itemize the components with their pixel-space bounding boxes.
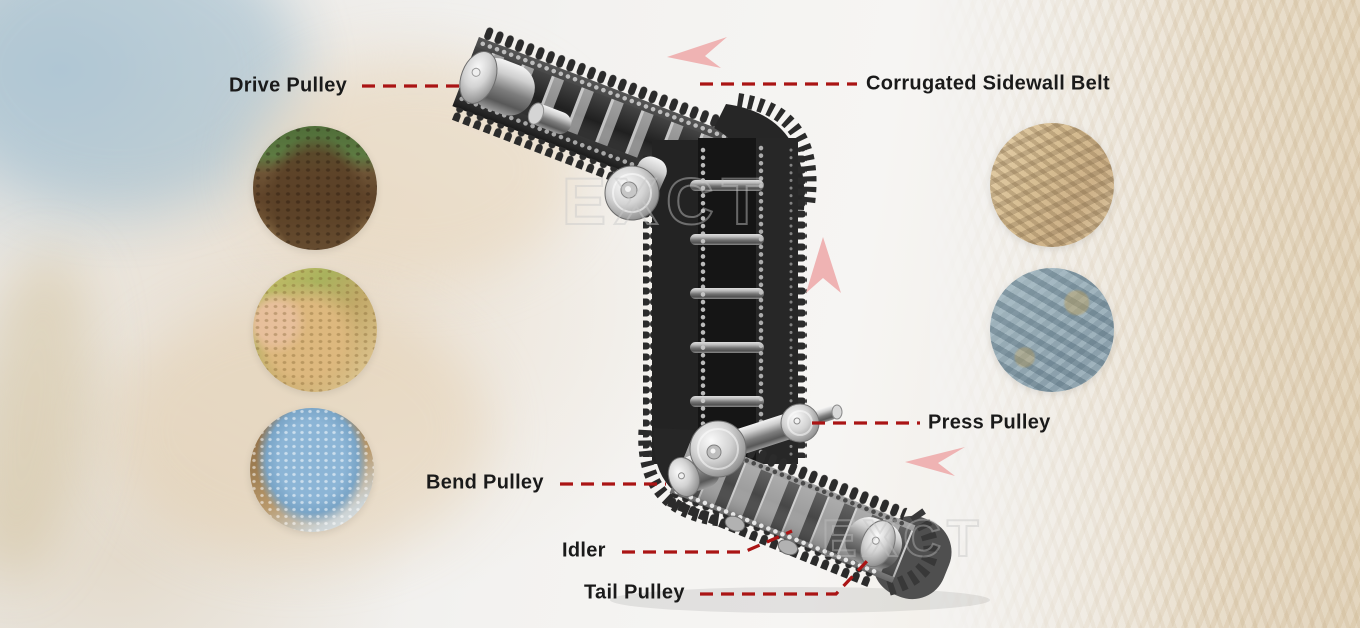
label-tail-pulley: Tail Pulley [584, 581, 685, 604]
press-pulley-graphic [780, 403, 843, 443]
watermark-text: EXCT [562, 164, 770, 238]
watermark-text: EXCT [822, 510, 985, 568]
flow-arrow-left-bottom [905, 447, 965, 476]
soil-pile-photo [253, 126, 377, 250]
leader-idler [622, 529, 793, 554]
tail-pulley-graphic [845, 516, 903, 570]
return-idler-roller [724, 515, 746, 532]
upper-guide-pulley [604, 156, 667, 221]
label-idler: Idler [562, 539, 606, 562]
bend-press-pulley-assembly [667, 403, 843, 497]
label-drive-pulley: Drive Pulley [229, 74, 348, 97]
return-idler-roller [777, 539, 799, 556]
flow-arrow-up-middle [806, 237, 841, 293]
flow-arrow-left-top [667, 37, 727, 68]
crushed-stone-photo [990, 268, 1114, 392]
label-corrugated-sidewall-belt: Corrugated Sidewall Belt [866, 72, 1110, 95]
carry-idler-roller [527, 102, 572, 134]
wood-chips-photo [990, 123, 1114, 247]
label-press-pulley: Press Pulley [928, 411, 1051, 434]
label-bend-pulley: Bend Pulley [426, 471, 544, 494]
leader-tail-pulley [700, 558, 870, 596]
grain-handful-photo [253, 268, 377, 392]
drive-pulley-graphic [459, 51, 535, 116]
blue-fertilizer-granules-photo [250, 408, 374, 532]
